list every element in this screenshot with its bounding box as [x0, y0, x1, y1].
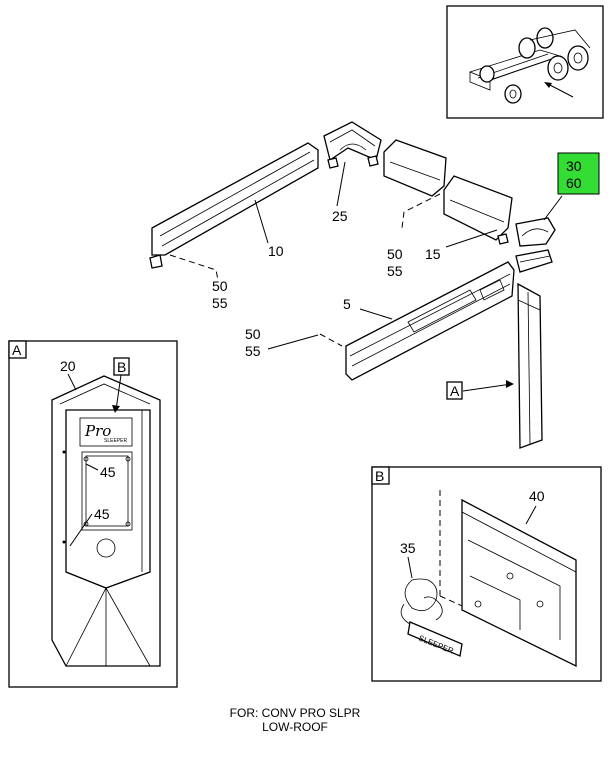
svg-text:Pro: Pro — [84, 422, 111, 440]
callout-30: 30 — [566, 158, 582, 174]
callout-50-left: 50 — [212, 278, 228, 294]
svg-text:B: B — [117, 359, 126, 375]
footer-line-2: LOW-ROOF — [262, 720, 328, 734]
part-10-rail — [149, 142, 319, 269]
callout-50-lower: 50 — [245, 326, 261, 342]
callout-55-upper: 55 — [387, 263, 403, 279]
detail-view-b: B SLEEPER 35 40 — [371, 466, 602, 682]
callout-60: 60 — [566, 175, 582, 191]
callout-40: 40 — [529, 488, 545, 504]
vertical-post — [517, 282, 543, 449]
detail-view-a: A Pro SLEEPER B 20 45 45 — [8, 340, 178, 688]
view-b-reference: B — [113, 357, 130, 376]
callout-25: 25 — [332, 208, 348, 224]
part-5-rail — [345, 261, 515, 381]
detail-a-title: A — [12, 342, 22, 358]
detail-b-title: B — [375, 468, 384, 484]
callout-5: 5 — [343, 296, 351, 312]
callout-15: 15 — [425, 246, 441, 262]
callout-20: 20 — [60, 358, 76, 374]
callout-45-upper: 45 — [100, 464, 116, 480]
view-a-reference: A — [446, 381, 463, 400]
footer-line-1: FOR: CONV PRO SLPR — [229, 706, 361, 720]
svg-text:A: A — [450, 383, 460, 399]
footer-note: FOR: CONV PRO SLPR LOW-ROOF — [200, 706, 390, 734]
part-15-rail — [383, 139, 513, 245]
callout-10: 10 — [268, 243, 284, 259]
callout-55-left: 55 — [212, 295, 228, 311]
pro-sleeper-emblem-exploded: SLEEPER — [400, 578, 463, 657]
callout-55-lower: 55 — [245, 343, 261, 359]
svg-text:SLEEPER: SLEEPER — [104, 438, 127, 444]
part-30-bracket — [515, 217, 556, 273]
truck-chassis-icon — [468, 27, 591, 104]
highlight-callout-30-60[interactable]: 30 60 — [557, 152, 600, 195]
pro-sleeper-emblem: Pro SLEEPER — [79, 417, 133, 447]
callout-50-upper: 50 — [387, 246, 403, 262]
callout-45-lower: 45 — [94, 506, 110, 522]
locator-arrow — [544, 82, 574, 98]
truck-locator-inset — [446, 5, 604, 119]
part-25-corner — [323, 121, 382, 169]
callout-35: 35 — [400, 540, 416, 556]
